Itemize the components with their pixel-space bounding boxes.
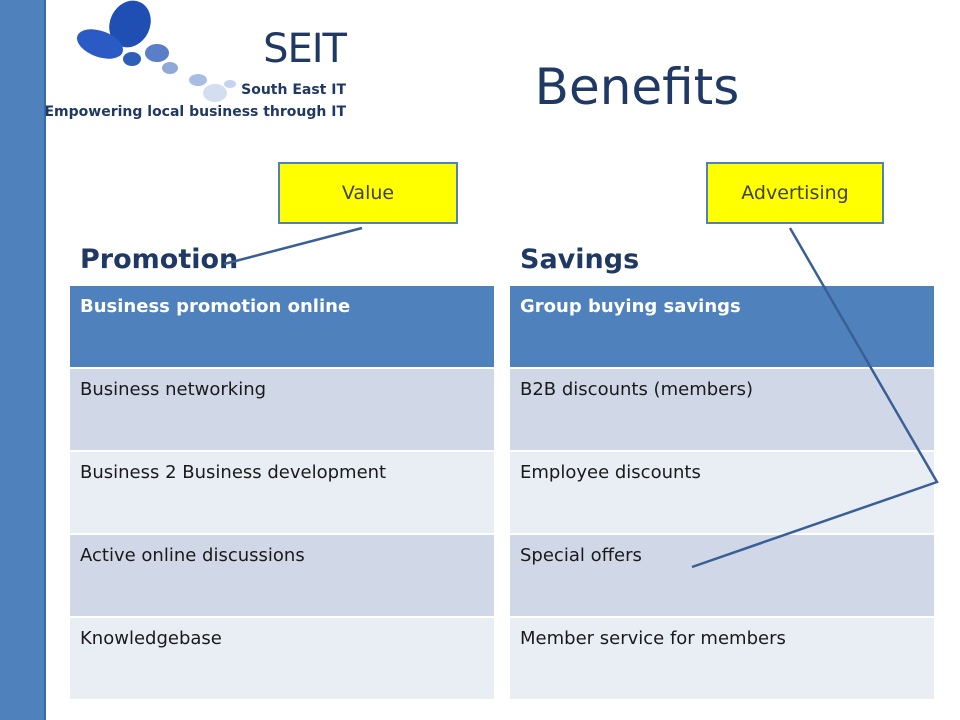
seit-logo-icon: [77, 0, 236, 102]
table-row: Special offers: [510, 535, 934, 616]
logo-tagline: Empowering local business through IT: [44, 104, 346, 120]
table-row: B2B discounts (members): [510, 369, 934, 450]
table-row: Member service for members: [510, 618, 934, 699]
savings-table: Group buying savings B2B discounts (memb…: [510, 286, 934, 701]
slide-title: Benefits: [534, 58, 740, 116]
logo-subtitle: South East IT: [241, 82, 346, 98]
savings-heading: Savings: [520, 244, 640, 275]
left-accent-bar: [0, 0, 46, 720]
callout-advertising: Advertising: [706, 162, 884, 224]
table-row: Business 2 Business development: [70, 452, 494, 533]
table-row: Employee discounts: [510, 452, 934, 533]
value-connector-line: [223, 226, 363, 266]
table-row: Business networking: [70, 369, 494, 450]
promotion-table: Business promotion online Business netwo…: [70, 286, 494, 701]
promotion-heading: Promotion: [80, 244, 239, 275]
logo-name: SEIT: [263, 26, 347, 72]
table-row: Active online discussions: [70, 535, 494, 616]
callout-value: Value: [278, 162, 458, 224]
promotion-table-header: Business promotion online: [70, 286, 494, 367]
table-row: Knowledgebase: [70, 618, 494, 699]
savings-table-header: Group buying savings: [510, 286, 934, 367]
